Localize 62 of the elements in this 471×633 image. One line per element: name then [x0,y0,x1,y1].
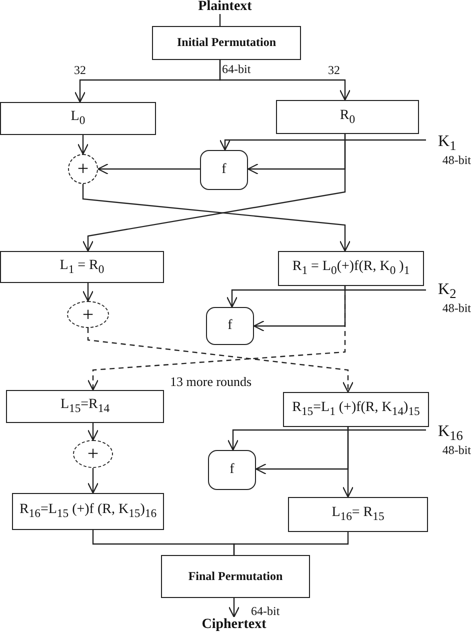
arrow [219,60,351,101]
box-label: R$_{16}$=L$_{15}$ (+)f (R, K$_{15}$)$_{16}$ [19,502,157,521]
process-box [288,497,428,532]
process-box [152,26,301,60]
box-label: Final Permutation [188,570,283,584]
function-box [206,307,254,345]
function-box [208,450,256,490]
process-box [278,251,424,286]
bit-width-label: 64-bit [222,62,251,77]
connector-line [233,532,349,555]
box-label: Initial Permutation [177,36,276,50]
xor-symbol: + [87,443,99,465]
node-text: Plaintext [198,0,252,15]
box-label: f [228,318,232,334]
xor-symbol: + [82,304,94,326]
xor-circle [68,154,98,184]
node-text: Ciphertext [202,617,266,633]
node-text: K$_{1}$ [438,132,456,154]
box-label: L$_{16}$= R$_{15}$ [332,505,384,524]
arrow [87,328,354,393]
node-text: K$_{16}$ [438,422,463,444]
box-label: L$_{1}$ = R$_{0}$ [60,258,104,276]
arrow [82,283,94,302]
process-box [0,102,156,135]
box-label: R$_{1}$ = L$_{0}$(+)f(R, K$_{0}$ )$_{1}$ [292,259,410,278]
process-box [0,251,164,283]
arrow [227,429,426,451]
process-box [283,392,429,427]
bit-width-label: 48-bit [442,444,471,458]
bit-width-label: 48-bit [442,302,471,316]
box-label: L$_{0}$ [70,109,86,128]
function-box [200,150,248,190]
arrow [87,468,99,494]
arrow [82,184,351,252]
bit-width-label: 32 [74,63,86,78]
arrow [87,286,346,391]
box-label: R$_{15}$=L$_{1}$ (+)f(R, K$_{14}$)$_{15}$ [292,400,420,419]
note-text: 13 more rounds [170,374,252,390]
arrow [342,427,354,498]
box-label: f [230,462,234,478]
process-box [6,390,164,423]
box-label: f [222,162,226,178]
node-text: K$_{2}$ [438,280,456,302]
connector-line [219,14,221,26]
arrow [226,289,426,308]
xor-circle [73,440,113,468]
xor-symbol: + [77,158,89,180]
arrow [87,423,99,441]
arrow [82,134,346,252]
box-label: L$_{15}$=R$_{14}$ [60,397,110,416]
arrow [97,163,200,175]
bit-width-label: 32 [328,63,340,78]
bit-width-label: 48-bit [442,154,471,168]
arrow [77,135,89,155]
arrow [228,598,240,618]
arrow [219,139,426,151]
process-box [12,493,164,530]
process-box [161,555,310,598]
bit-width-label: 64-bit [251,604,280,618]
box-label: R$_{0}$ [340,108,356,126]
xor-circle [67,301,109,328]
process-box [276,100,419,134]
